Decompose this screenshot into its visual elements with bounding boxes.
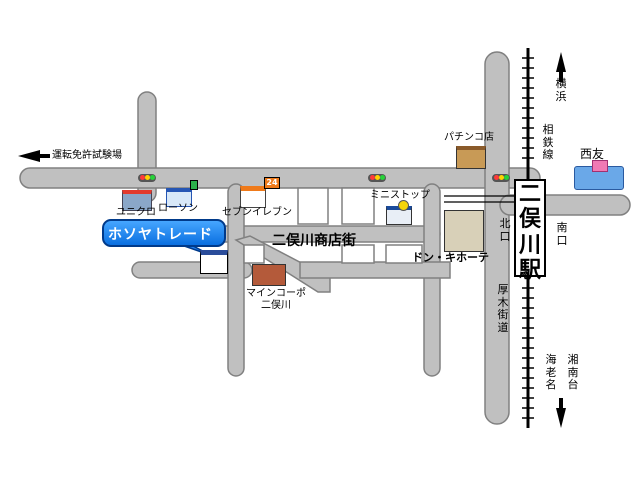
block-2 [341,187,375,225]
hosoya-trade-callout: ホソヤトレード [102,219,226,247]
route-sign-icon: 24 [264,177,280,189]
road-main [19,167,541,189]
north-exit-label: 北口 [499,217,511,243]
station-label: 二俣川駅 [518,182,541,283]
mine-corpo-label: マインコーポ 二俣川 [246,288,306,311]
atsugi-road-label: 厚木街道 [497,283,509,334]
seven-eleven-store-icon [240,186,266,208]
lawson-sign-icon [190,180,198,190]
seiyu-roof-icon [592,160,608,172]
mini-stop-label: ミニストップ [370,190,430,201]
traffic-light-icon [138,174,156,182]
donki-label: ドン・キホーテ [412,251,489,264]
arrow-icon-north [556,52,566,82]
uniqlo-store-icon [122,190,152,211]
traffic-light-icon [492,174,510,182]
road-v1 [227,183,245,377]
road-south-shop [299,261,451,279]
road-east [484,51,510,425]
block-3 [341,244,375,264]
arrow-icon-left [18,150,50,162]
sotetsu-label: 相鉄線 [542,123,554,162]
south-direction-left-label: 海老名 [545,353,557,392]
donki-building-icon [444,210,484,252]
mini-stop-sign-icon [398,200,409,211]
pachinko-store-icon [456,146,486,169]
seiyu-label: 西友 [580,147,605,161]
block-5 [243,244,265,264]
mine-corpo-building-icon [252,264,286,286]
lawson-label: ローソン [158,203,198,214]
station-box [514,179,546,277]
block-4 [385,244,423,264]
north-direction-label: 横浜 [555,77,567,103]
traffic-light-icon [368,174,386,182]
house-icon [200,250,228,274]
seven-eleven-label: セブンイレブン [222,207,292,218]
driving-test-label: 運転免許試験場 [52,150,122,161]
south-direction-right-label: 湘南台 [567,353,579,392]
block-1 [297,187,329,225]
hosoya-trade-label: ホソヤトレード [108,227,213,243]
lawson-store-icon [166,188,192,207]
arrow-icon-south [556,398,566,428]
south-exit-label: 南口 [556,221,568,247]
uniqlo-label: ユニクロ [116,207,156,218]
pachinko-label: パチンコ店 [444,132,494,143]
shopping-street-label: 二俣川商店街 [272,233,356,249]
road-v2 [423,183,441,377]
